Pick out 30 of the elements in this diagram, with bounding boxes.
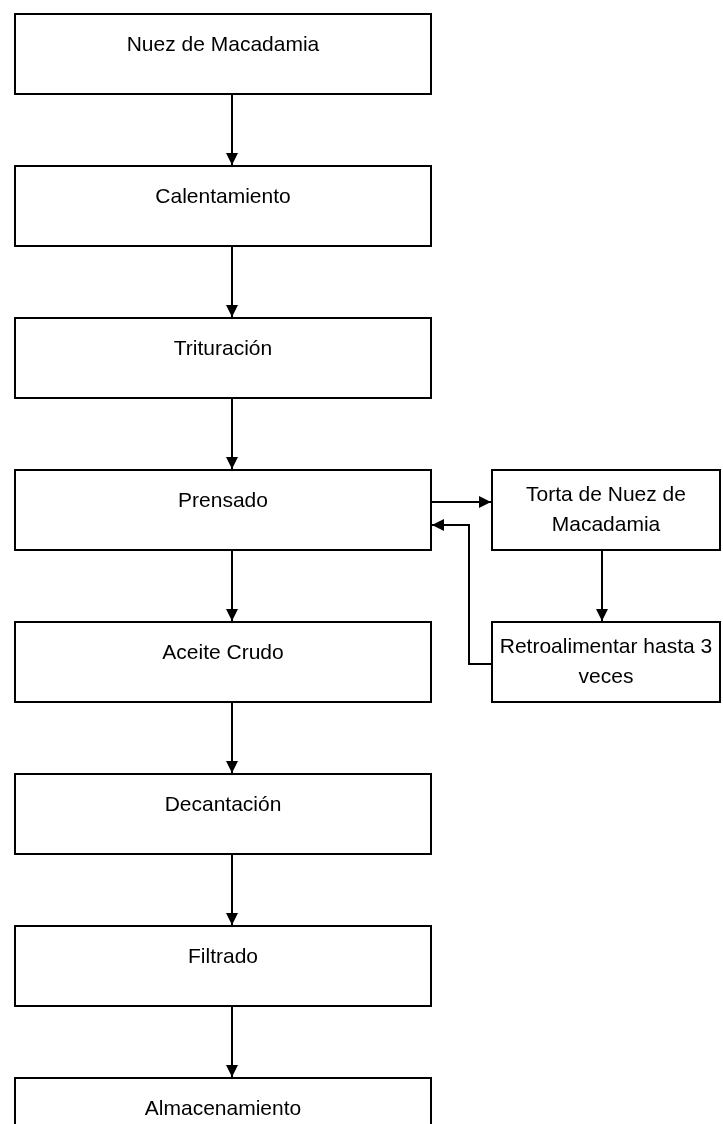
step-label: Decantación	[163, 791, 283, 817]
step-label: Retroalimentar hasta 3 veces	[498, 633, 714, 689]
step-label: Torta de Nuez de Macadamia	[525, 481, 687, 537]
step-label: Calentamiento	[154, 183, 292, 209]
step-label: Almacenamiento	[143, 1095, 303, 1121]
arrow	[596, 550, 608, 622]
process-box	[14, 925, 432, 1007]
arrow	[226, 854, 238, 926]
step-label: Filtrado	[187, 943, 259, 969]
step-label: Aceite Crudo	[161, 639, 285, 665]
arrow	[431, 519, 492, 665]
step-label: Nuez de Macadamia	[125, 31, 321, 57]
process-box	[14, 773, 432, 855]
arrow	[226, 398, 238, 470]
step-label: Trituración	[172, 335, 274, 361]
process-box	[491, 469, 721, 551]
arrow	[226, 94, 238, 166]
process-box	[14, 621, 432, 703]
process-box	[14, 469, 432, 551]
process-box	[14, 13, 432, 95]
step-label: Prensado	[177, 487, 269, 513]
process-box	[14, 1077, 432, 1124]
process-box	[14, 165, 432, 247]
arrow	[226, 702, 238, 774]
arrow	[226, 246, 238, 318]
arrow	[431, 496, 492, 508]
process-box	[14, 317, 432, 399]
arrow	[226, 550, 238, 622]
process-box	[491, 621, 721, 703]
arrow	[226, 1006, 238, 1078]
